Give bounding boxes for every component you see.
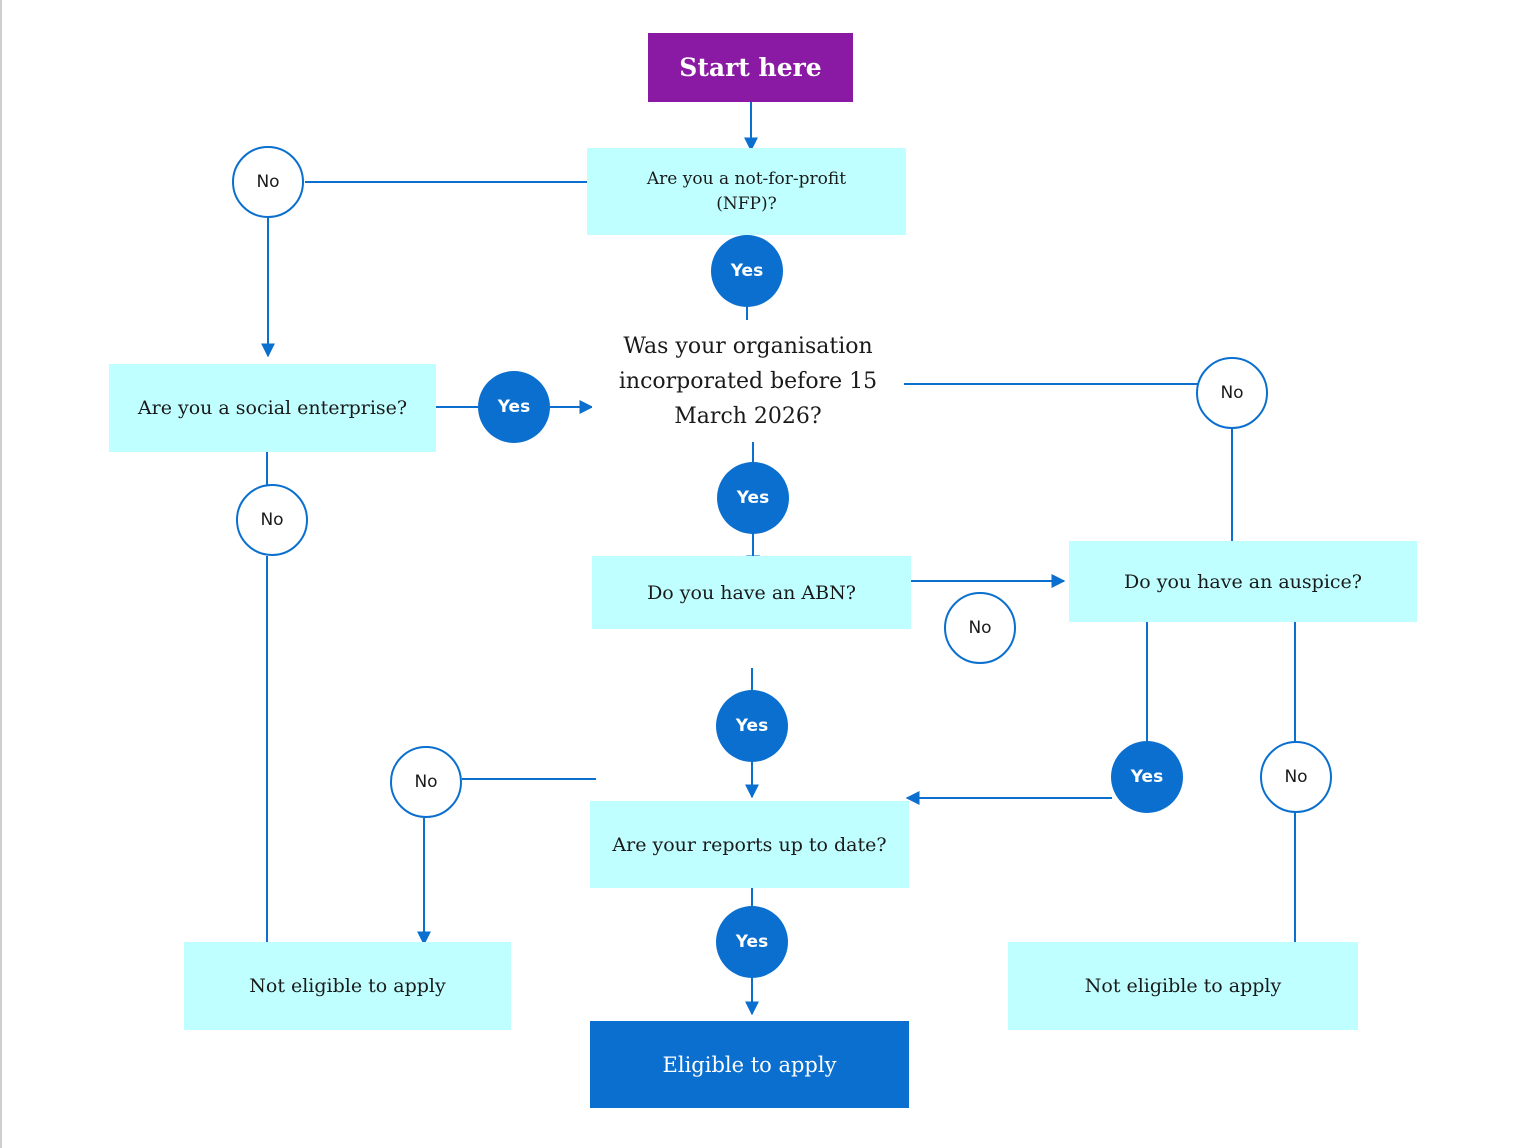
question-nfp: Are you a not-for-profit (NFP)? xyxy=(587,148,906,235)
yes-node-incorporated: Yes xyxy=(717,462,789,534)
question-social-enterprise: Are you a social enterprise? xyxy=(109,364,436,452)
yes-node-social-label: Yes xyxy=(497,397,531,417)
question-incorporated-label: Was your organisation incorporated befor… xyxy=(618,333,878,429)
question-social-enterprise-label: Are you a social enterprise? xyxy=(137,397,408,419)
eligible-box: Eligible to apply xyxy=(590,1021,909,1108)
no-node-social: No xyxy=(236,484,308,556)
yes-node-nfp: Yes xyxy=(711,235,783,307)
question-incorporated: Was your organisation incorporated befor… xyxy=(592,320,904,442)
page-edge xyxy=(0,0,2,1148)
no-node-nfp: No xyxy=(232,146,304,218)
no-node-incorporated: No xyxy=(1196,357,1268,429)
yes-node-auspice-label: Yes xyxy=(1130,767,1164,787)
start-box: Start here xyxy=(648,33,853,102)
no-node-auspice: No xyxy=(1260,741,1332,813)
yes-node-abn: Yes xyxy=(716,690,788,762)
start-label: Start here xyxy=(679,53,822,82)
question-reports-label: Are your reports up to date? xyxy=(612,833,887,856)
not-eligible-left-label: Not eligible to apply xyxy=(249,975,446,997)
yes-node-nfp-label: Yes xyxy=(730,261,764,281)
yes-node-reports: Yes xyxy=(716,906,788,978)
yes-node-social: Yes xyxy=(478,371,550,443)
not-eligible-right-label: Not eligible to apply xyxy=(1084,975,1282,997)
question-abn-label: Do you have an ABN? xyxy=(647,581,856,604)
no-node-abn-label: No xyxy=(968,618,992,638)
not-eligible-right: Not eligible to apply xyxy=(1008,942,1358,1030)
yes-node-reports-label: Yes xyxy=(735,932,769,952)
yes-node-auspice: Yes xyxy=(1111,741,1183,813)
yes-node-abn-label: Yes xyxy=(735,716,769,736)
question-auspice-label: Do you have an auspice? xyxy=(1124,570,1362,593)
no-node-incorporated-label: No xyxy=(1220,383,1244,403)
no-node-social-label: No xyxy=(260,510,284,530)
question-reports: Are your reports up to date? xyxy=(590,801,909,888)
question-auspice: Do you have an auspice? xyxy=(1069,541,1417,622)
question-abn: Do you have an ABN? xyxy=(592,556,911,629)
no-node-nfp-label: No xyxy=(256,172,280,192)
no-node-reports-label: No xyxy=(414,772,438,792)
not-eligible-left: Not eligible to apply xyxy=(184,942,511,1030)
no-node-abn: No xyxy=(944,592,1016,664)
no-node-auspice-label: No xyxy=(1284,767,1308,787)
question-nfp-label: Are you a not-for-profit (NFP)? xyxy=(646,168,847,214)
eligible-label: Eligible to apply xyxy=(662,1052,837,1077)
yes-node-incorporated-label: Yes xyxy=(736,488,770,508)
no-node-reports: No xyxy=(390,746,462,818)
